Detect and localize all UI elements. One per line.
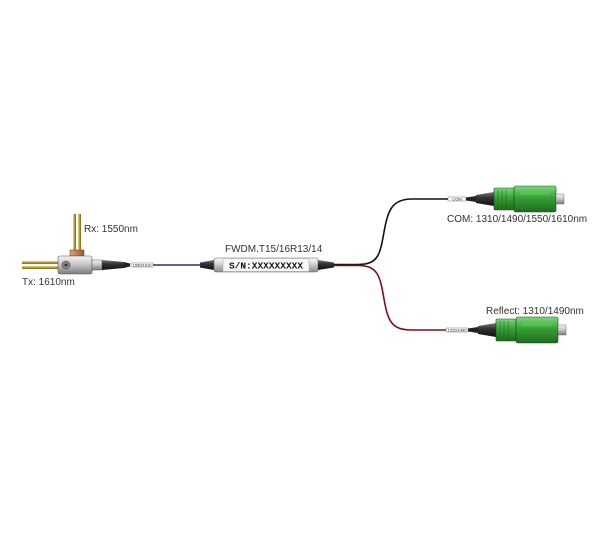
fwdm-tube-icon: S/N:XXXXXXXXX <box>200 257 334 273</box>
osa-ferrule <box>91 259 103 271</box>
com-label: COM: 1310/1490/1550/1610nm <box>447 214 587 225</box>
rx-cap <box>69 249 85 257</box>
pigtail-tag: 1550/1610 <box>130 262 154 267</box>
reflect-fiber-tag: 1310/1490 <box>445 327 469 332</box>
rx-label: Rx: 1550nm <box>84 224 138 235</box>
com-fiber-black <box>334 198 448 266</box>
rx-pin <box>73 214 76 258</box>
reflect-tag-text: 1310/1490 <box>448 327 468 332</box>
tx-label: Tx: 1610nm <box>22 277 75 288</box>
sc-apc-connector-icon <box>468 316 567 344</box>
rx-pin <box>78 214 81 258</box>
device-label: FWDM.T15/16R13/14 <box>225 244 323 255</box>
pigtail-tag-text: 1550/1610 <box>133 262 153 267</box>
com-tag-text: COM <box>452 196 461 201</box>
sc-apc-connector-icon <box>466 185 565 213</box>
serial-plate <box>222 258 310 272</box>
reflect-fiber-red <box>334 264 446 331</box>
osa-module-icon <box>22 214 130 275</box>
com-fiber-tag: COM <box>447 196 467 201</box>
serial-number: S/N:XXXXXXXXX <box>229 261 303 272</box>
tx-pin <box>22 261 62 264</box>
reflect-label: Reflect: 1310/1490nm <box>486 306 584 317</box>
tx-pin <box>22 266 62 269</box>
